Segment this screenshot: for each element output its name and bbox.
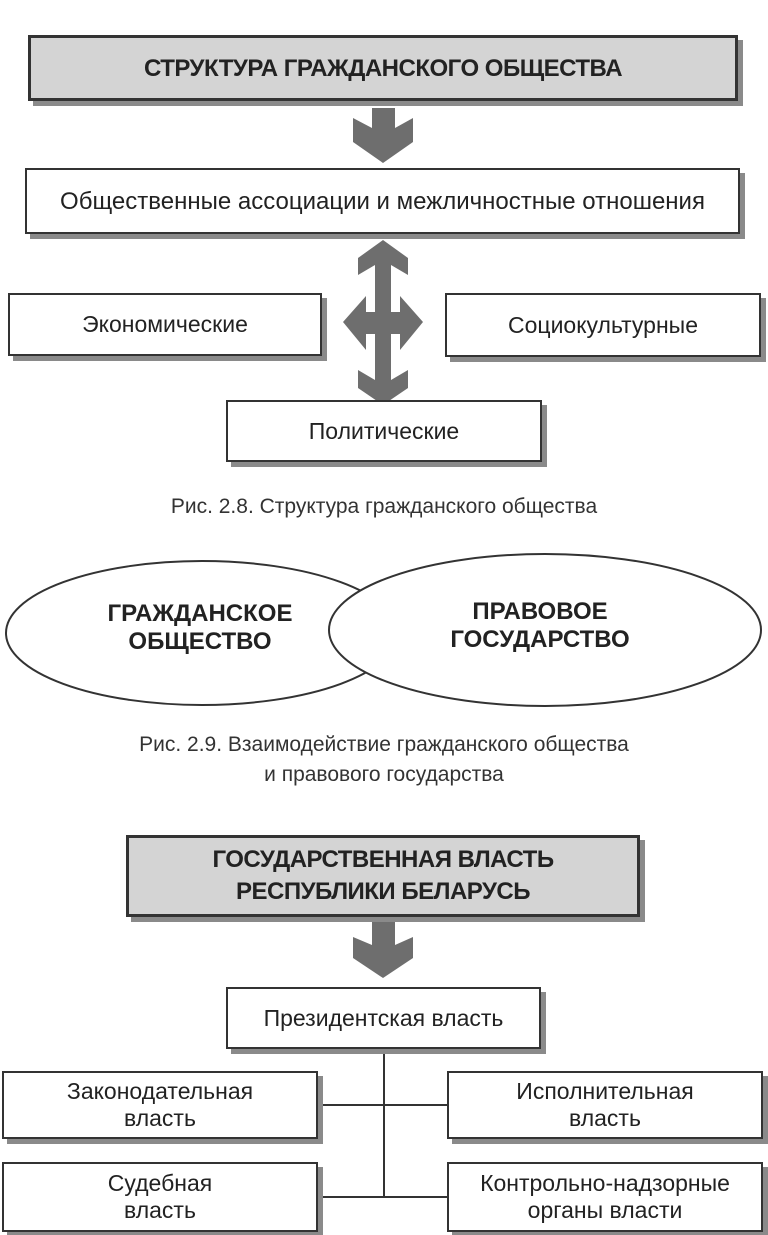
caption-line1: Рис. 2.9. Взаимодействие гражданского об… [139, 733, 629, 756]
civil-society-line1: ГРАЖДАНСКОЕ [107, 600, 293, 627]
control-line1: Контрольно-надзорные [480, 1170, 730, 1196]
civil-society-label: ГРАЖДАНСКОЕ ОБЩЕСТВО [90, 600, 310, 656]
rule-of-law-line2: ГОСУДАРСТВО [450, 626, 630, 653]
judicial-power-box: Судебная власть [2, 1162, 318, 1232]
presidential-power-box: Президентская власть [226, 987, 541, 1049]
state-power-title-line2: РЕСПУБЛИКИ БЕЛАРУСЬ [236, 878, 530, 905]
associations-box: Общественные ассоциации и межличностные … [25, 168, 740, 234]
legislative-power-box: Законодательная власть [2, 1071, 318, 1139]
down-arrow-icon [353, 108, 413, 163]
economic-box: Экономические [8, 293, 322, 356]
executive-power-box: Исполнительная власть [447, 1071, 763, 1139]
control-line2: органы власти [527, 1197, 683, 1223]
figure-2-9-caption: Рис. 2.9. Взаимодействие гражданского об… [0, 730, 768, 790]
rule-of-law-state-ellipse [328, 553, 762, 707]
caption-line2: и правового государства [264, 763, 504, 786]
sociocultural-box: Социокультурные [445, 293, 761, 357]
state-power-title: ГОСУДАРСТВЕННАЯ ВЛАСТЬ РЕСПУБЛИКИ БЕЛАРУ… [126, 835, 640, 917]
civil-society-line2: ОБЩЕСТВО [128, 628, 272, 655]
four-way-arrow-icon [343, 240, 423, 405]
legislative-line2: власть [124, 1105, 196, 1131]
rule-of-law-label: ПРАВОВОЕ ГОСУДАРСТВО [420, 598, 660, 654]
control-bodies-box: Контрольно-надзорные органы власти [447, 1162, 763, 1232]
rule-of-law-line1: ПРАВОВОЕ [472, 598, 608, 625]
down-arrow-icon [353, 922, 413, 978]
civil-society-structure-title: СТРУКТУРА ГРАЖДАНСКОГО ОБЩЕСТВА [28, 35, 738, 101]
executive-line1: Исполнительная [516, 1078, 694, 1104]
legislative-line1: Законодательная [66, 1078, 254, 1104]
political-box: Политические [226, 400, 542, 462]
connector-lines [318, 1049, 447, 1198]
figure-2-8-caption: Рис. 2.8. Структура гражданского обществ… [170, 495, 598, 518]
state-power-title-line1: ГОСУДАРСТВЕННАЯ ВЛАСТЬ [212, 846, 554, 873]
executive-line2: власть [569, 1105, 641, 1131]
judicial-line2: власть [124, 1197, 196, 1223]
judicial-line1: Судебная [107, 1170, 213, 1196]
